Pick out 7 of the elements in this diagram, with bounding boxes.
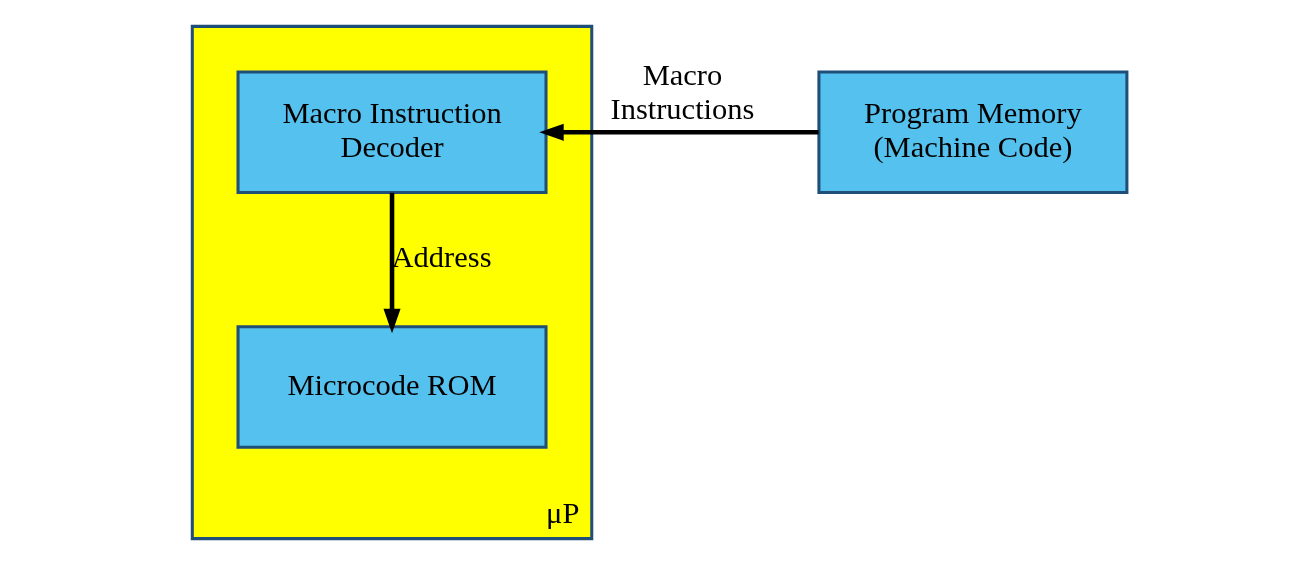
edge-label: Address — [391, 240, 492, 275]
node-box: Macro Instruction Decoder — [236, 70, 548, 195]
edge-label: Macro Instructions — [610, 58, 755, 126]
node-box: Microcode ROM — [236, 325, 548, 449]
arrow — [539, 123, 819, 141]
arrow — [383, 192, 401, 334]
node-box: Program Memory (Machine Code) — [817, 70, 1129, 195]
